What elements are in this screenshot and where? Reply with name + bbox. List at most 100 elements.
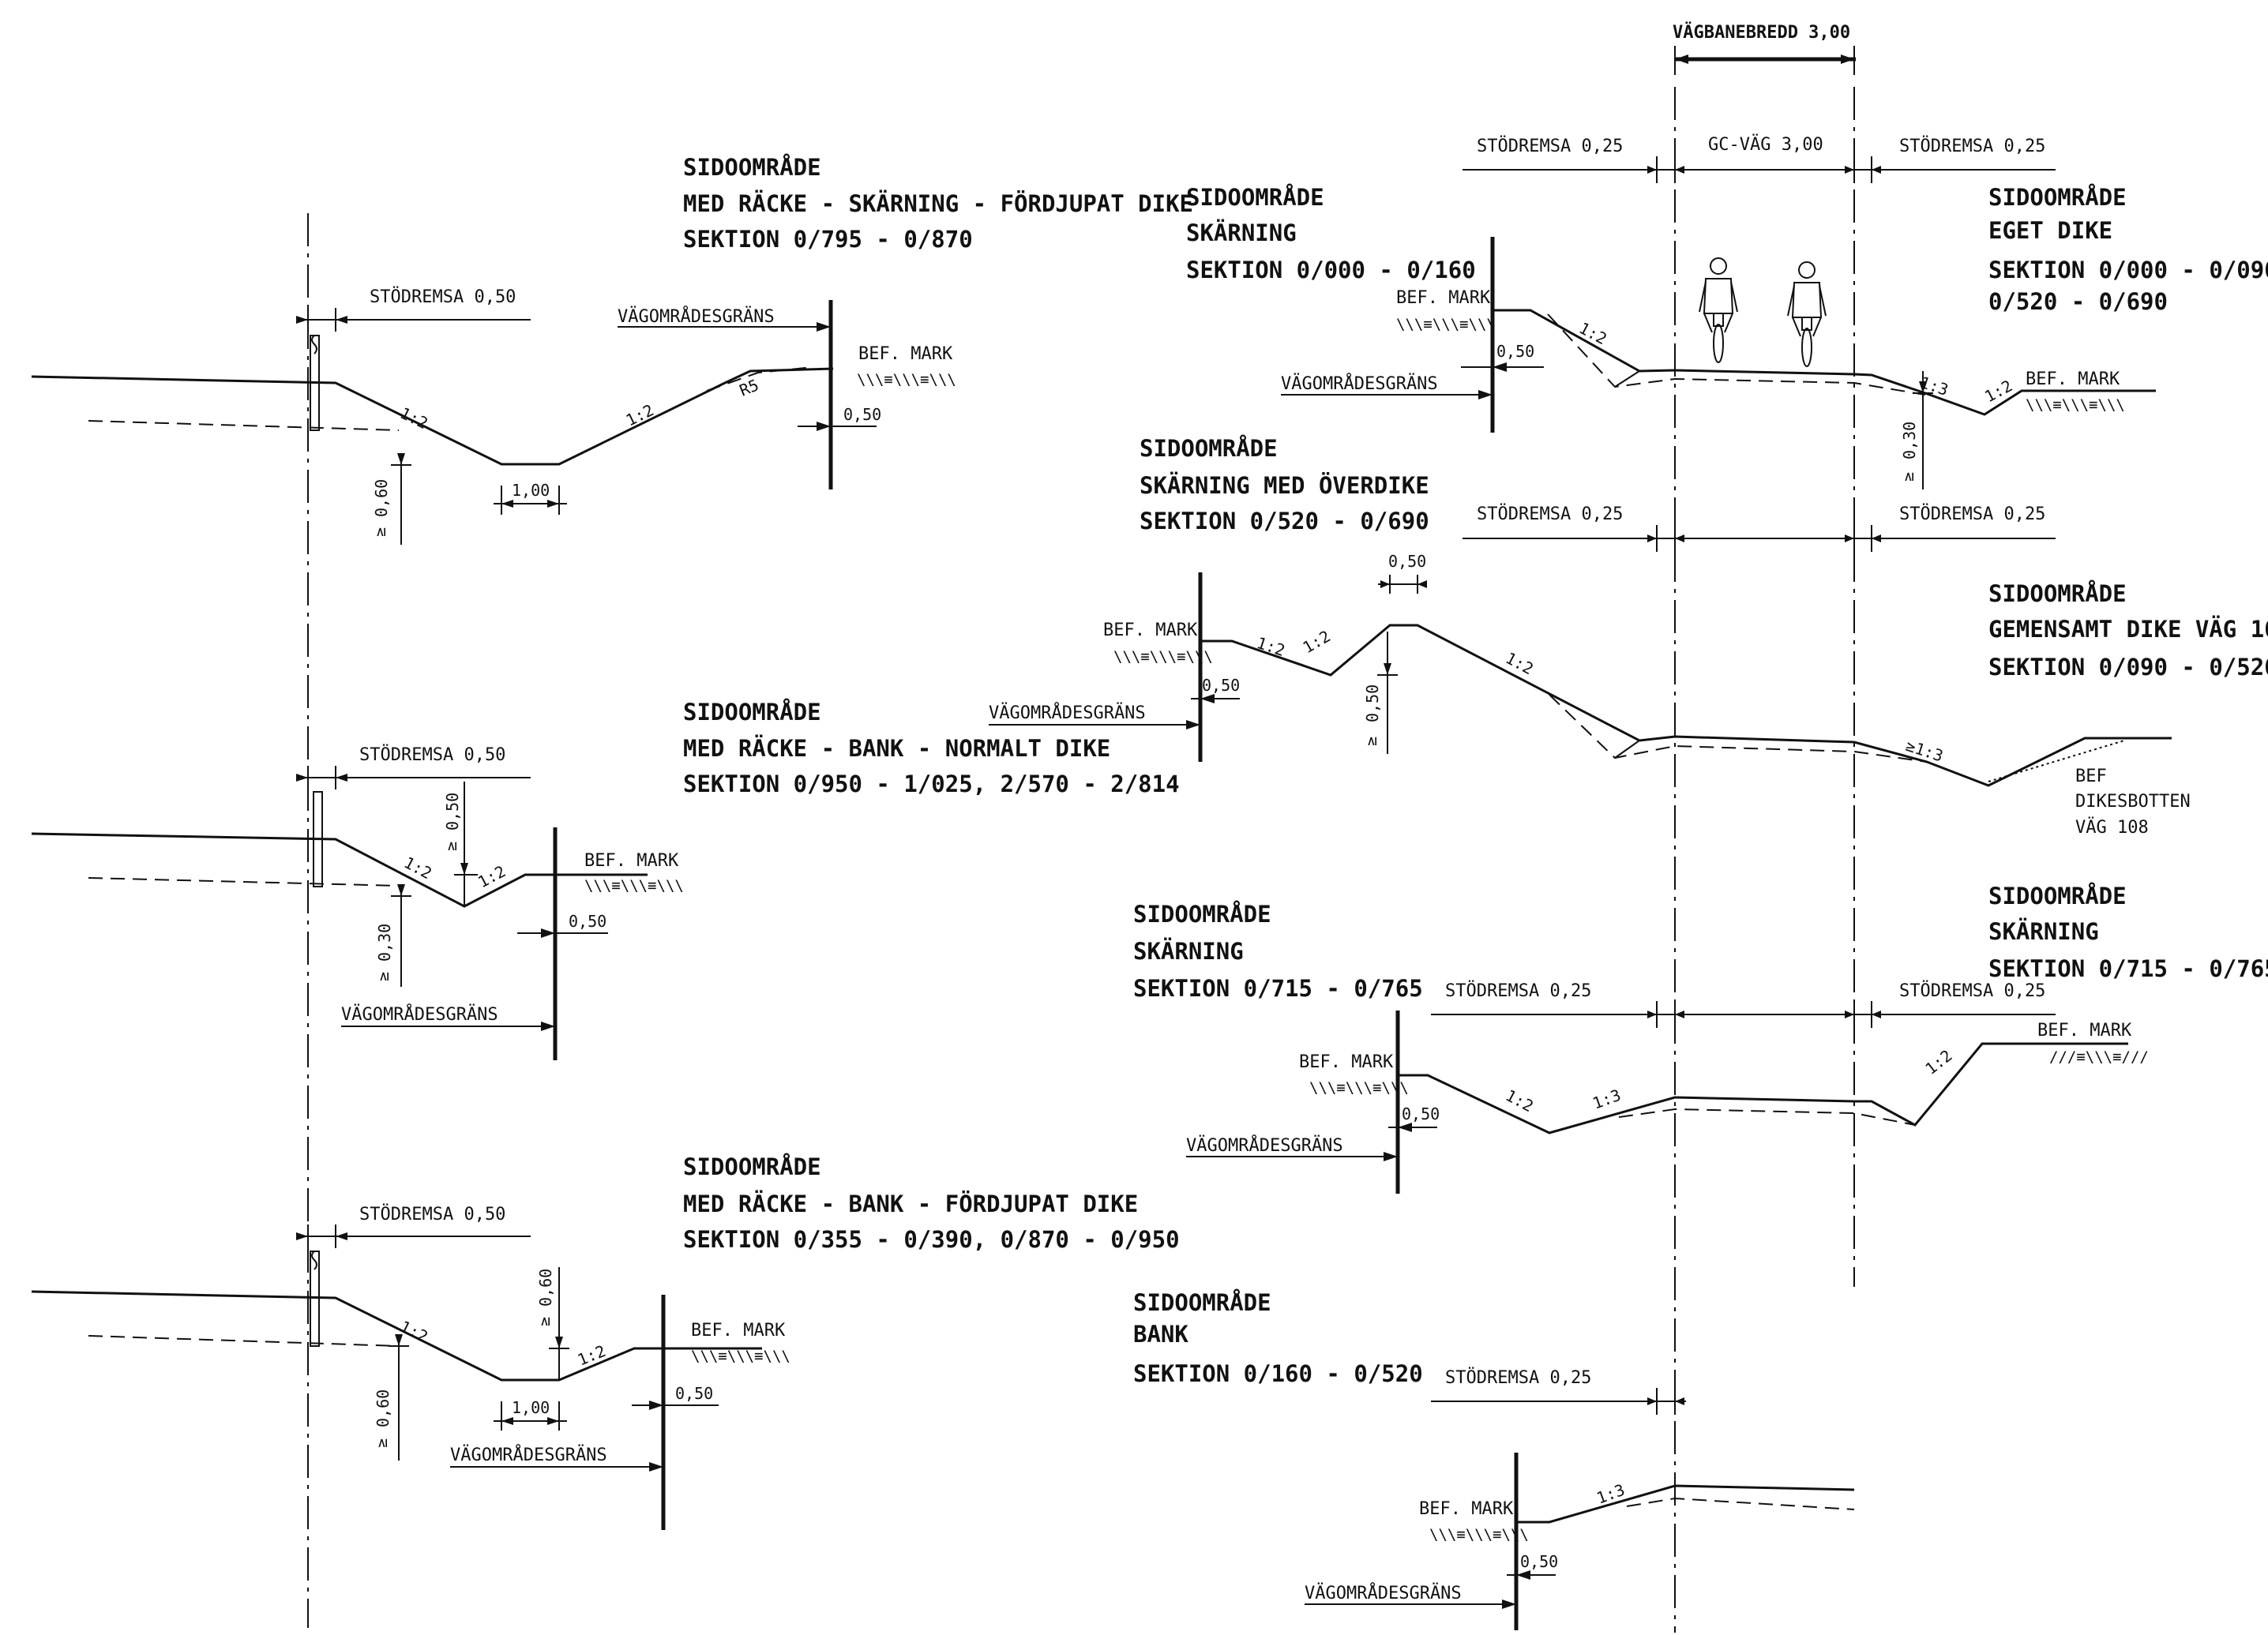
svg-text:BEF. MARK: BEF. MARK <box>1299 1052 1394 1072</box>
svg-text:\\\≡\\\≡\\\: \\\≡\\\≡\\\ <box>2026 396 2125 414</box>
svg-text:BEF. MARK: BEF. MARK <box>1419 1499 1514 1519</box>
svg-text:1:2: 1:2 <box>1981 376 2015 406</box>
svg-text:BEF. MARK: BEF. MARK <box>1103 621 1198 640</box>
svg-text:1:3: 1:3 <box>1590 1086 1624 1113</box>
svg-text:1:2: 1:2 <box>1300 626 1334 657</box>
section-e-title: SIDOOMRÅDE EGET DIKE SEKTION 0/000 - 0/0… <box>1988 184 2268 315</box>
carriageway-width-dimension: VÄGBANEBREDD 3,00 <box>1673 22 1856 75</box>
svg-text:SIDOOMRÅDE: SIDOOMRÅDE <box>1988 883 2127 909</box>
svg-text:STÖDREMSA 0,50: STÖDREMSA 0,50 <box>359 744 505 765</box>
svg-text:1:2: 1:2 <box>1576 318 1610 348</box>
svg-text:///≡\\\≡///: ///≡\\\≡/// <box>2049 1048 2149 1066</box>
guardrail-post <box>313 791 323 887</box>
svg-text:0,30: 0,30 <box>375 924 394 962</box>
svg-text:1:2: 1:2 <box>1921 1046 1955 1078</box>
svg-text:BEF: BEF <box>2075 767 2107 786</box>
svg-text:1:2: 1:2 <box>575 1341 608 1370</box>
svg-text:\\\≡\\\≡\\\: \\\≡\\\≡\\\ <box>1309 1079 1409 1097</box>
svg-text:VÄGOMRÅDESGRÄNS: VÄGOMRÅDESGRÄNS <box>1281 373 1438 394</box>
svg-text:0,50: 0,50 <box>1388 552 1426 571</box>
svg-text:STÖDREMSA 0,25: STÖDREMSA 0,25 <box>1445 981 1591 1001</box>
svg-text:≥: ≥ <box>441 842 460 851</box>
svg-text:1,00: 1,00 <box>512 1398 550 1417</box>
svg-text:1,00: 1,00 <box>512 481 550 500</box>
svg-text:SKÄRNING MED ÖVERDIKE: SKÄRNING MED ÖVERDIKE <box>1140 472 1429 499</box>
svg-text:0,60: 0,60 <box>372 479 391 517</box>
svg-text:STÖDREMSA 0,25: STÖDREMSA 0,25 <box>1899 981 2045 1001</box>
section-a-title: SIDOOMRÅDE MED RÄCKE - SKÄRNING - FÖRDJU… <box>683 154 1193 253</box>
svg-text:VÄG 108: VÄG 108 <box>2075 817 2149 838</box>
section-f-title: SIDOOMRÅDE SKÄRNING MED ÖVERDIKE SEKTION… <box>1140 435 1429 534</box>
section-a-profile: STÖDREMSA 0,50 1:2 1:2 R5 1,00 0,60 ≥ VÄ… <box>31 287 956 545</box>
svg-text:SIDOOMRÅDE: SIDOOMRÅDE <box>1186 184 1324 211</box>
section-i-title: SIDOOMRÅDE SKÄRNING SEKTION 0/715 - 0/76… <box>1988 883 2268 982</box>
svg-text:\\\≡\\\≡\\\: \\\≡\\\≡\\\ <box>857 371 956 388</box>
section-c-profile: STÖDREMSA 0,50 1:2 1:2 1,00 0,60 ≥ 0,60 … <box>31 1204 790 1530</box>
svg-text:SEKTION 0/000 - 0/090: SEKTION 0/000 - 0/090 <box>1988 257 2268 283</box>
svg-text:≥: ≥ <box>535 1317 554 1326</box>
svg-text:SKÄRNING: SKÄRNING <box>1186 219 1297 246</box>
svg-text:0,50: 0,50 <box>569 912 606 931</box>
svg-text:0,50: 0,50 <box>1202 676 1240 695</box>
svg-text:STÖDREMSA 0,25: STÖDREMSA 0,25 <box>1899 136 2045 156</box>
svg-text:≥: ≥ <box>372 1438 391 1448</box>
svg-text:1:2: 1:2 <box>1503 1086 1537 1116</box>
svg-text:SEKTION 0/795 - 0/870: SEKTION 0/795 - 0/870 <box>683 226 973 253</box>
svg-text:VÄGOMRÅDESGRÄNS: VÄGOMRÅDESGRÄNS <box>1186 1134 1343 1156</box>
svg-text:0/520 - 0/690: 0/520 - 0/690 <box>1988 288 2168 315</box>
section-h-title: SIDOOMRÅDE SKÄRNING SEKTION 0/715 - 0/76… <box>1133 901 1423 1002</box>
svg-text:0,50: 0,50 <box>843 405 881 424</box>
svg-text:SIDOOMRÅDE: SIDOOMRÅDE <box>683 699 821 726</box>
guardrail-post <box>310 1251 320 1347</box>
svg-text:≥: ≥ <box>370 527 389 537</box>
svg-text:1:3: 1:3 <box>1594 1480 1628 1508</box>
svg-text:BEF. MARK: BEF. MARK <box>858 344 953 364</box>
svg-text:SIDOOMRÅDE: SIDOOMRÅDE <box>1988 580 2127 607</box>
svg-text:SEKTION 0/090 - 0/520: SEKTION 0/090 - 0/520 <box>1988 654 2268 681</box>
svg-text:GC-VÄG 3,00: GC-VÄG 3,00 <box>1708 134 1823 155</box>
svg-text:STÖDREMSA 0,50: STÖDREMSA 0,50 <box>370 287 516 307</box>
svg-text:BANK: BANK <box>1133 1321 1188 1348</box>
svg-text:EGET DIKE: EGET DIKE <box>1988 217 2112 244</box>
svg-text:MED RÄCKE - SKÄRNING - FÖRDJUP: MED RÄCKE - SKÄRNING - FÖRDJUPAT DIKE <box>683 190 1193 217</box>
svg-text:STÖDREMSA 0,25: STÖDREMSA 0,25 <box>1477 136 1623 156</box>
cyclist-icon <box>1787 261 1827 367</box>
svg-text:GEMENSAMT DIKE VÄG 108: GEMENSAMT DIKE VÄG 108 <box>1988 616 2268 643</box>
svg-text:VÄGOMRÅDESGRÄNS: VÄGOMRÅDESGRÄNS <box>450 1444 607 1465</box>
svg-text:\\\≡\\\≡\\\: \\\≡\\\≡\\\ <box>1113 648 1213 666</box>
svg-text:0,50: 0,50 <box>1520 1552 1558 1571</box>
svg-text:BEF. MARK: BEF. MARK <box>2026 369 2120 389</box>
section-f-g-profile: STÖDREMSA 0,25 STÖDREMSA 0,25 1:2 1:2 1:… <box>989 504 2191 838</box>
svg-text:0,60: 0,60 <box>374 1389 392 1427</box>
guardrail-post <box>310 335 320 431</box>
svg-text:0,50: 0,50 <box>1496 342 1534 361</box>
svg-text:SIDOOMRÅDE: SIDOOMRÅDE <box>683 1153 821 1180</box>
svg-text:BEF. MARK: BEF. MARK <box>1396 288 1491 308</box>
svg-text:SKÄRNING: SKÄRNING <box>1988 918 2099 945</box>
svg-text:1:2: 1:2 <box>1503 648 1537 678</box>
svg-text:STÖDREMSA 0,25: STÖDREMSA 0,25 <box>1477 504 1623 524</box>
svg-text:VÄGOMRÅDESGRÄNS: VÄGOMRÅDESGRÄNS <box>989 702 1146 723</box>
svg-text:\\\≡\\\≡\\\: \\\≡\\\≡\\\ <box>1429 1526 1529 1543</box>
carriageway-width-label: VÄGBANEBREDD 3,00 <box>1673 22 1850 43</box>
svg-text:SIDOOMRÅDE: SIDOOMRÅDE <box>1140 435 1278 462</box>
svg-text:SEKTION 0/520 - 0/690: SEKTION 0/520 - 0/690 <box>1140 508 1429 534</box>
svg-text:SEKTION 0/000 - 0/160: SEKTION 0/000 - 0/160 <box>1186 257 1476 283</box>
svg-text:SIDOOMRÅDE: SIDOOMRÅDE <box>683 154 821 181</box>
section-j-profile: STÖDREMSA 0,25 1:3 BEF. MARK \\\≡\\\≡\\\… <box>1305 1367 1855 1630</box>
svg-text:SEKTION 0/355 - 0/390, 0/870 -: SEKTION 0/355 - 0/390, 0/870 - 0/950 <box>683 1226 1180 1253</box>
svg-text:DIKESBOTTEN: DIKESBOTTEN <box>2075 792 2191 812</box>
svg-text:SEKTION 0/160 - 0/520: SEKTION 0/160 - 0/520 <box>1133 1360 1423 1387</box>
gc-top-dimensions: STÖDREMSA 0,25 GC-VÄG 3,00 STÖDREMSA 0,2… <box>1463 134 2056 183</box>
svg-text:MED RÄCKE - BANK - NORMALT DIK: MED RÄCKE - BANK - NORMALT DIKE <box>683 735 1110 762</box>
section-h-i-profile: STÖDREMSA 0,25 STÖDREMSA 0,25 1:2 1:3 1:… <box>1186 981 2149 1194</box>
svg-text:\\\≡\\\≡\\\: \\\≡\\\≡\\\ <box>584 877 684 894</box>
svg-text:0,30: 0,30 <box>1900 422 1919 459</box>
section-d-title: SIDOOMRÅDE SKÄRNING SEKTION 0/000 - 0/16… <box>1186 184 1476 283</box>
svg-text:BEF. MARK: BEF. MARK <box>2037 1021 2132 1041</box>
svg-text:BEF. MARK: BEF. MARK <box>584 851 679 871</box>
svg-text:SIDOOMRÅDE: SIDOOMRÅDE <box>1133 901 1271 928</box>
svg-text:SEKTION 0/715 - 0/765: SEKTION 0/715 - 0/765 <box>1133 975 1423 1002</box>
svg-text:SEKTION 0/950 - 1/025, 2/570 -: SEKTION 0/950 - 1/025, 2/570 - 2/814 <box>683 771 1180 797</box>
